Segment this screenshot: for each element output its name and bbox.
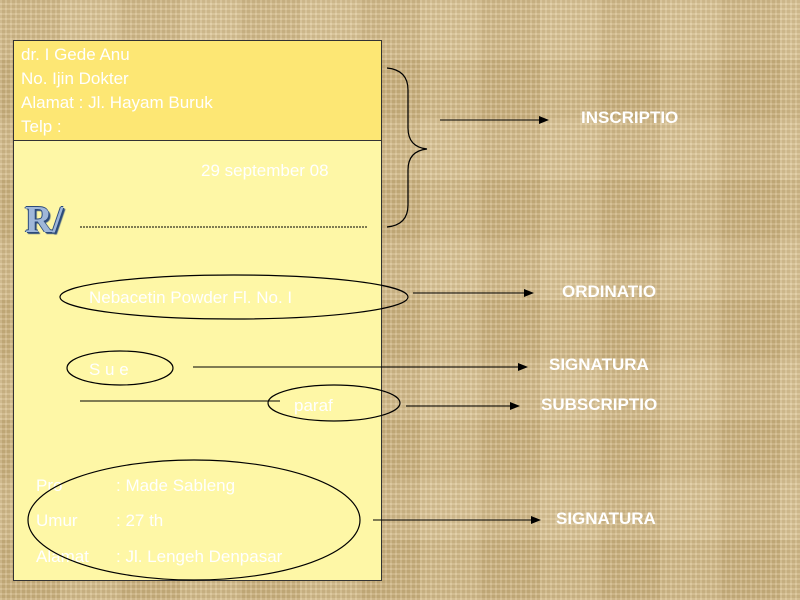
patient-address-value: : Jl. Lengeh Denpasar — [116, 547, 283, 566]
license-number: No. Ijin Dokter — [21, 69, 129, 88]
patient-oval — [27, 459, 361, 581]
patient-age-label: Umur — [36, 511, 78, 530]
label-inscriptio: INSCRIPTIO — [581, 108, 679, 127]
prescription-form — [13, 40, 382, 581]
doctor-phone: Telp : — [21, 117, 62, 136]
subscriptio-oval — [267, 384, 401, 422]
patient-name-label: Pro — [36, 476, 63, 495]
doctor-name: dr. I Gede Anu — [21, 45, 130, 64]
label-signatura-1: SIGNATURA — [549, 355, 649, 374]
recipe-symbol: R/ — [25, 199, 63, 241]
patient-name-value: : Made Sableng — [116, 476, 236, 495]
patient-age-value: : 27 th — [116, 511, 164, 530]
signatura-oval — [66, 350, 174, 386]
signa-line: S u e — [89, 360, 129, 379]
prescription-header — [14, 41, 381, 141]
inscriptio-brace — [386, 67, 428, 228]
prescription-date: 29 september 08 — [201, 161, 329, 180]
label-subscriptio: SUBSCRIPTIO — [541, 395, 658, 414]
ordinatio-oval — [59, 274, 409, 320]
doctor-address: Alamat : Jl. Hayam Buruk — [21, 93, 213, 112]
drug-line: Nebacetin Powder Fl. No. I — [89, 288, 293, 307]
paraf-signature: paraf — [294, 396, 333, 415]
label-signatura-2: SIGNATURA — [556, 509, 656, 528]
label-ordinatio: ORDINATIO — [562, 282, 657, 301]
